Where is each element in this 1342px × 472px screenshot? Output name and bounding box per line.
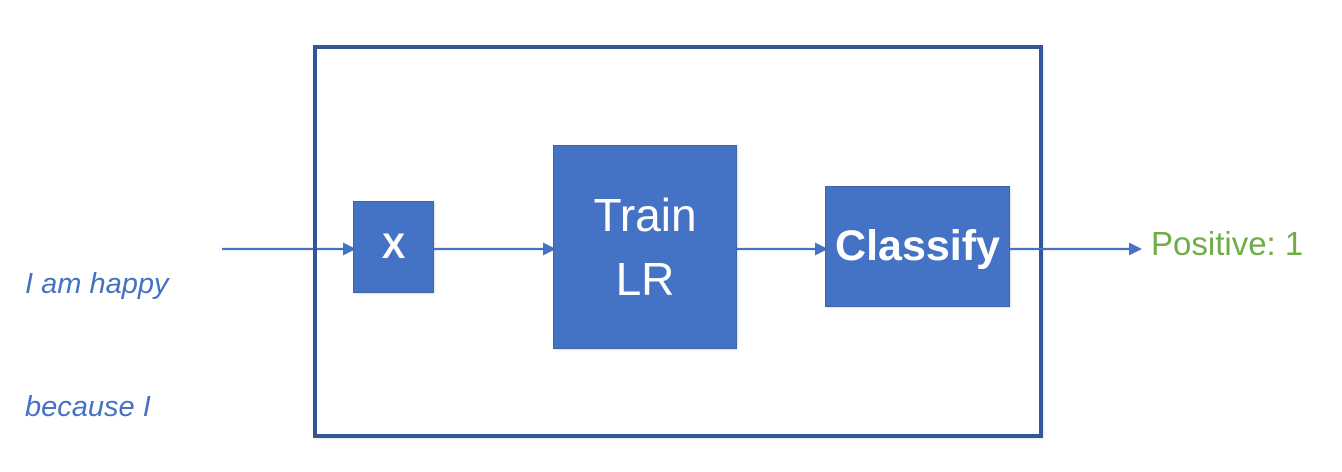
node-features[interactable]: X: [353, 201, 434, 293]
node-classify-label: Classify: [835, 222, 1000, 271]
output-prediction-label: Positive: 1: [1151, 225, 1304, 262]
arrow-input-to-x: [222, 242, 356, 256]
arrow-x-to-train: [434, 242, 556, 256]
input-text-line-2: because I: [25, 391, 151, 423]
arrow-train-to-classify: [737, 242, 828, 256]
node-classify[interactable]: Classify: [825, 186, 1010, 307]
node-train-lr[interactable]: Train LR: [553, 145, 737, 349]
input-text-block: I am happy because I learned NLP: [25, 182, 186, 472]
arrow-classify-to-output: [1010, 242, 1142, 256]
node-train-lr-label-line-1: Train: [593, 188, 697, 241]
pipeline-container: [313, 45, 1043, 438]
node-train-lr-label-line-2: LR: [615, 253, 675, 305]
input-text-line-1: I am happy: [25, 268, 169, 300]
node-features-label: X: [381, 227, 406, 267]
